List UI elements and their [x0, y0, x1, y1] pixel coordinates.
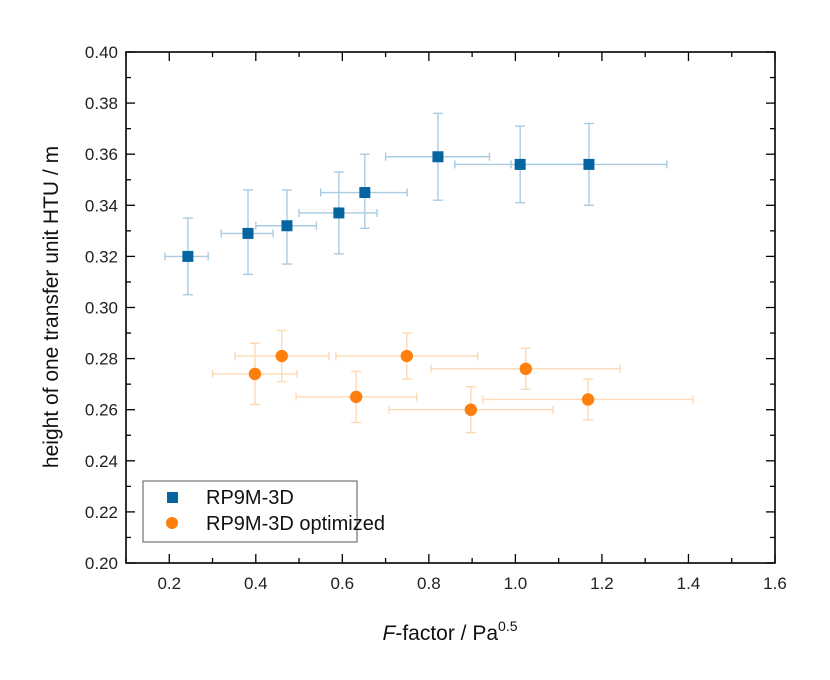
- data-point-square: [333, 207, 345, 219]
- y-tick-label: 0.38: [85, 94, 118, 113]
- legend-label-series-2: RP9M-3D optimized: [206, 513, 385, 535]
- axis-ticks: [125, 51, 776, 564]
- data-point-square: [242, 227, 254, 239]
- x-tick-label: 0.6: [331, 574, 355, 593]
- y-tick-label: 0.32: [85, 247, 118, 266]
- data-point-square: [359, 187, 371, 199]
- data-point-square: [432, 151, 444, 163]
- data-point-circle: [275, 349, 288, 363]
- y-tick-label: 0.40: [85, 43, 118, 62]
- y-tick-label: 0.36: [85, 145, 118, 164]
- x-tick-label: 1.2: [590, 574, 614, 593]
- x-tick-label: 0.2: [157, 574, 181, 593]
- legend-label-series-1: RP9M-3D: [206, 487, 294, 509]
- legend-circle-marker-icon: [166, 517, 178, 529]
- data-point-square: [182, 250, 194, 262]
- data-point-square: [583, 158, 595, 170]
- y-axis-title: height of one transfer unit HTU / m: [40, 146, 63, 468]
- x-tick-label: 0.4: [244, 574, 268, 593]
- data-point-circle: [248, 367, 262, 381]
- y-tick-label: 0.24: [85, 452, 118, 471]
- y-tick-label: 0.30: [85, 299, 118, 318]
- data-markers: [182, 151, 595, 416]
- data-point-circle: [519, 362, 532, 376]
- x-tick-labels: 0.2 0.4 0.6 0.8 1.0 1.2 1.4 1.6: [157, 574, 786, 593]
- legend-square-marker-icon: [167, 492, 178, 503]
- data-point-circle: [400, 349, 414, 363]
- legend: RP9M-3D RP9M-3D optimized: [142, 480, 385, 543]
- legend-box: [142, 480, 358, 543]
- data-point-circle: [349, 390, 363, 404]
- data-point-square: [514, 158, 526, 170]
- x-axis-title: F-factor / Pa0.5: [383, 618, 518, 645]
- data-point-square: [281, 220, 293, 232]
- x-tick-label: 1.4: [677, 574, 701, 593]
- data-point-circle: [581, 393, 595, 406]
- error-bars: [164, 112, 694, 434]
- x-tick-label: 1.6: [763, 574, 787, 593]
- data-point-circle: [464, 403, 478, 416]
- y-tick-label: 0.26: [85, 401, 118, 420]
- y-tick-label: 0.20: [85, 554, 118, 573]
- x-tick-label: 0.8: [417, 574, 441, 593]
- y-tick-label: 0.34: [85, 196, 118, 215]
- y-tick-label: 0.28: [85, 350, 118, 369]
- y-tick-labels: 0.20 0.22 0.24 0.26 0.28 0.30 0.32 0.34 0.36 0.38…: [85, 43, 118, 573]
- y-tick-label: 0.22: [85, 503, 118, 522]
- x-tick-label: 1.0: [504, 574, 528, 593]
